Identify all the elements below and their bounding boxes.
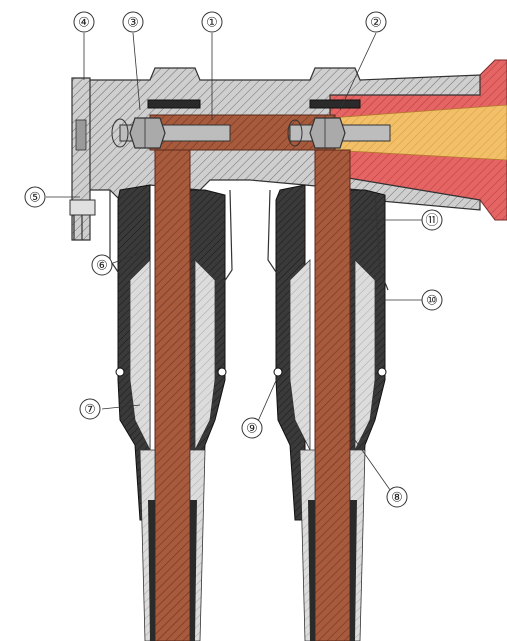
top-plug-left (147, 99, 201, 109)
callout-1-label: ① (206, 15, 218, 30)
top-plug-right (309, 99, 361, 109)
cable-termination-right (273, 149, 387, 641)
callout-5-label: ⑤ (29, 190, 41, 205)
callout-10: ⑩ (421, 289, 443, 311)
bolt-right (287, 117, 391, 149)
callout-7-label: ⑦ (84, 402, 96, 417)
callout-3-label: ③ (127, 15, 139, 30)
callout-3: ③ (122, 11, 144, 33)
callout-11-label: ⑪ (425, 213, 438, 228)
callout-10-label: ⑩ (426, 293, 438, 308)
callout-6-label: ⑥ (96, 258, 108, 273)
callout-4-label: ④ (78, 15, 90, 30)
callout-6: ⑥ (91, 254, 113, 276)
leader-lines (46, 32, 425, 498)
callout-11: ⑪ (421, 209, 443, 231)
callout-1: ① (201, 11, 223, 33)
busbar-conductor (329, 59, 507, 221)
callout-7: ⑦ (79, 398, 101, 420)
bolt-left (111, 117, 231, 149)
callout-8: ⑧ (386, 486, 408, 508)
callout-5: ⑤ (24, 186, 46, 208)
callout-4: ④ (73, 11, 95, 33)
callout-9: ⑨ (241, 417, 263, 439)
callout-2-label: ② (370, 15, 382, 30)
callout-9-label: ⑨ (246, 421, 258, 436)
callout-8-label: ⑧ (391, 490, 403, 505)
cable-termination-left (115, 149, 227, 641)
end-cover (69, 77, 96, 241)
callout-2: ② (365, 11, 387, 33)
